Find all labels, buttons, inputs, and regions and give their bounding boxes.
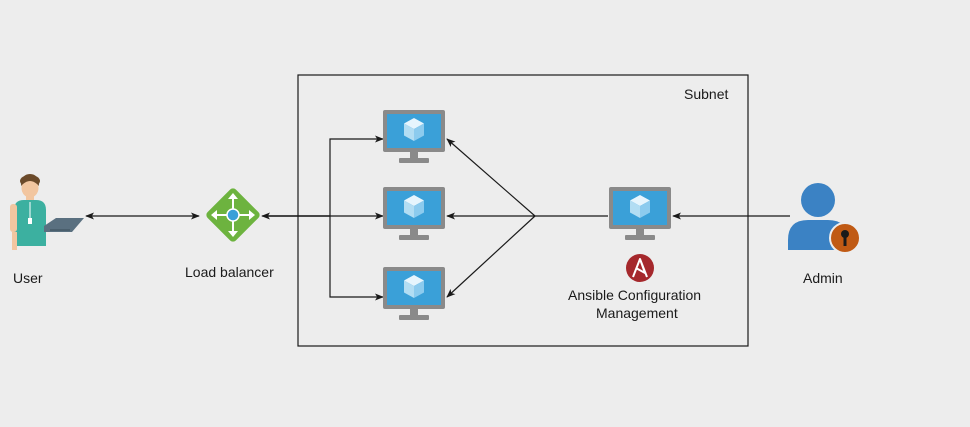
user-with-laptop-icon <box>10 174 84 250</box>
ansible-vm-top-arrow <box>446 138 536 217</box>
lb-vm-bottom-arrow <box>264 215 384 301</box>
ansible-vm-bottom-arrow <box>446 215 536 298</box>
ansible-label-line1: Ansible Configuration <box>568 287 702 303</box>
vm-middle-icon <box>383 187 445 240</box>
load-balancer-label: Load balancer <box>185 264 274 280</box>
load-balancer-icon <box>206 188 260 242</box>
vm-top-icon <box>383 110 445 163</box>
lb-vm-top-arrow <box>264 135 384 217</box>
user-label: User <box>13 270 43 286</box>
connectors <box>85 135 790 301</box>
ansible-label-line2: Management <box>596 305 678 321</box>
subnet-label: Subnet <box>684 86 729 102</box>
ansible-logo-icon <box>626 254 654 282</box>
subnet-boundary <box>297 74 749 347</box>
admin-user-key-icon <box>788 183 861 254</box>
ansible-vm-icon <box>609 187 671 240</box>
admin-label: Admin <box>803 270 843 286</box>
vm-bottom-icon <box>383 267 445 320</box>
